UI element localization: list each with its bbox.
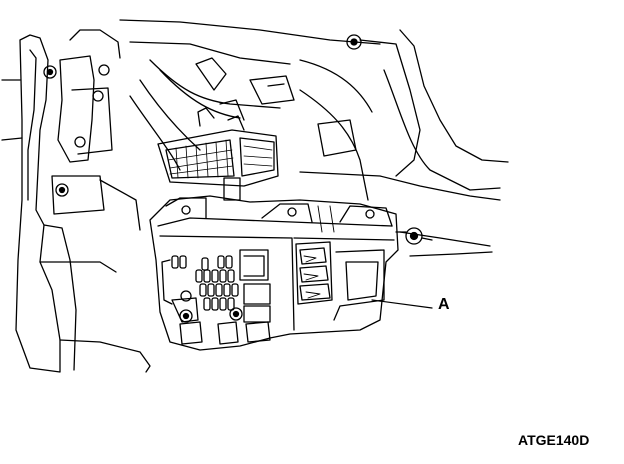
right-support-structure [300, 30, 508, 256]
bolt-icon [44, 66, 56, 78]
left-mounting-bracket [44, 56, 140, 230]
fuse-block [150, 196, 398, 350]
bolt-icon [93, 91, 103, 101]
bolt-icon [347, 35, 361, 49]
left-body-frame [2, 30, 150, 372]
fuse-grid [172, 256, 238, 310]
bolt-icon [75, 137, 85, 147]
figure-code: ATGE140D [518, 432, 590, 448]
bolt-icon [181, 291, 191, 301]
nut-icon [406, 228, 422, 244]
callout-a-leader [372, 300, 432, 308]
bolt-icon [230, 308, 242, 320]
bolt-icon [99, 65, 109, 75]
mounting-nut [396, 228, 432, 244]
callout-label-a: A [438, 296, 450, 313]
harness-connector [158, 100, 278, 200]
bolt-icon [56, 184, 68, 196]
bolt-icon [180, 310, 192, 322]
